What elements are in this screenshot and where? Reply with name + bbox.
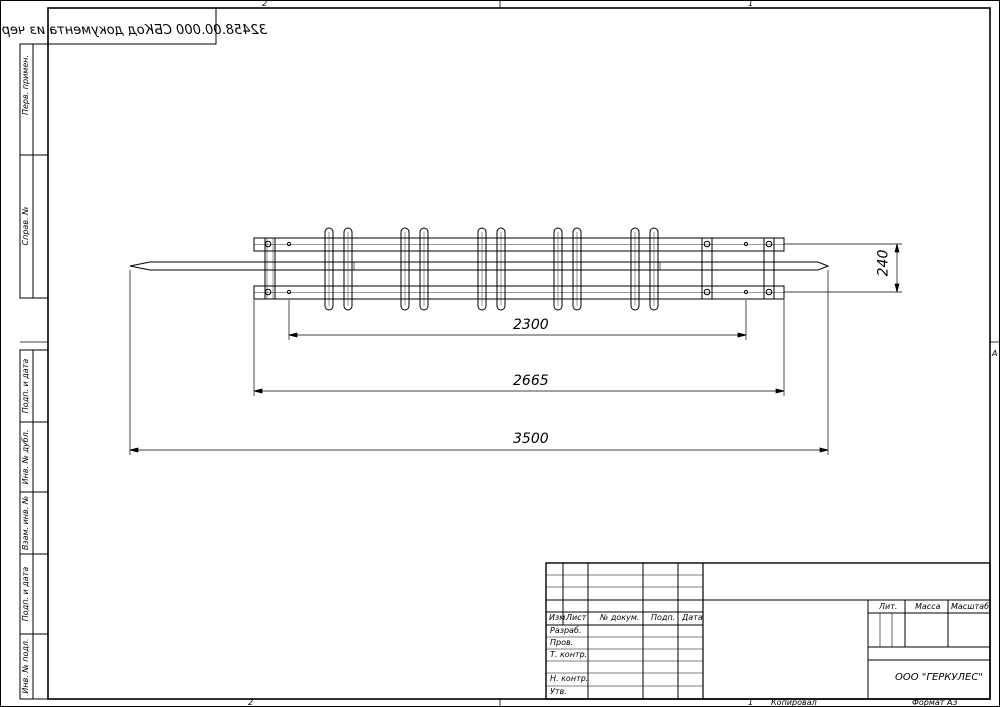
tb-role-prov: Пров. (550, 638, 574, 647)
doc-code-box (47, 7, 217, 45)
title-block-grid (545, 562, 991, 700)
long-rod (129, 261, 830, 271)
hole-l2 (286, 289, 292, 295)
dimension-240: 240 (875, 249, 892, 277)
bolt-br-inner (703, 288, 711, 296)
clamp-ring-9 (630, 227, 640, 311)
bolt-br (765, 288, 773, 296)
tb-role-razrab: Разраб. (550, 626, 582, 635)
tb-header-data: Дата (682, 613, 703, 622)
clamp-ring-5 (477, 227, 487, 311)
tb-header-ndokum: № докум. (600, 613, 640, 622)
zone-label-side: A (992, 349, 998, 358)
zone-label-bottom-left: 2 (248, 698, 254, 707)
clamp-rings (324, 227, 659, 311)
clamp-ring-8 (572, 227, 582, 311)
tb-role-t-kontr: Т. контр. (550, 650, 588, 659)
clamp-ring-6 (496, 227, 506, 311)
hole-l1 (286, 241, 292, 247)
tb-role-utv: Утв. (550, 687, 567, 696)
tb-header-list: Лист (566, 613, 587, 622)
side-stamp-inv-podl: Инв. № подл. (21, 638, 30, 694)
part-drawing (129, 237, 830, 300)
side-stamp-sprav: Справ. № (21, 206, 30, 246)
tb-role-n-kontr: Н. контр. (550, 674, 589, 683)
bolt-tr-inner (703, 240, 711, 248)
post-right-outer (763, 237, 775, 300)
tb-lit-header: Лит. (879, 602, 898, 611)
zone-label-top-right: 1 (748, 0, 754, 8)
bolt-bl (264, 288, 272, 296)
bolt-tl (264, 240, 272, 248)
hole-r1 (743, 241, 749, 247)
tb-header-izm: Изм. (549, 613, 568, 622)
dimension-2300: 2300 (513, 317, 549, 333)
clamp-ring-3 (400, 227, 410, 311)
clamp-ring-4 (419, 227, 429, 311)
drawing-frame (47, 7, 991, 700)
clamp-ring-7 (553, 227, 563, 311)
side-stamp-vzam-inv: Взам. инв. № (21, 495, 30, 551)
clamp-ring-2 (343, 227, 353, 311)
side-stamp-podp-data-2: Подп. и дата (21, 566, 30, 622)
post-right-inner (701, 237, 713, 300)
clamp-ring-1 (324, 227, 334, 311)
side-stamp-column (19, 43, 49, 700)
hole-r2 (743, 289, 749, 295)
dimension-2665: 2665 (513, 373, 549, 389)
dimension-lines (129, 243, 902, 455)
tb-header-podp: Подп. (651, 613, 676, 622)
side-stamp-podp-data-1: Подп. и дата (21, 358, 30, 414)
zone-label-bottom-right: 1 (748, 698, 754, 707)
footer-copied: Копировал (771, 698, 817, 707)
doc-code-text: 32458.00.000 СБКод документа из чертежа (0, 23, 267, 38)
tb-mass-header: Масса (915, 602, 941, 611)
clamp-ring-10 (649, 227, 659, 311)
footer-format: Формат A3 (912, 698, 958, 707)
bolt-tr (765, 240, 773, 248)
tb-company: ООО "ГЕРКУЛЕС" (895, 672, 983, 683)
tb-scale-header: Масштаб (951, 602, 990, 611)
side-stamp-inv-dubl: Инв. № дубл. (21, 429, 30, 485)
dimension-3500: 3500 (513, 431, 549, 447)
side-stamp-perv-primen: Перв. примен. (21, 54, 30, 116)
zone-label-top-left: 2 (262, 0, 268, 8)
